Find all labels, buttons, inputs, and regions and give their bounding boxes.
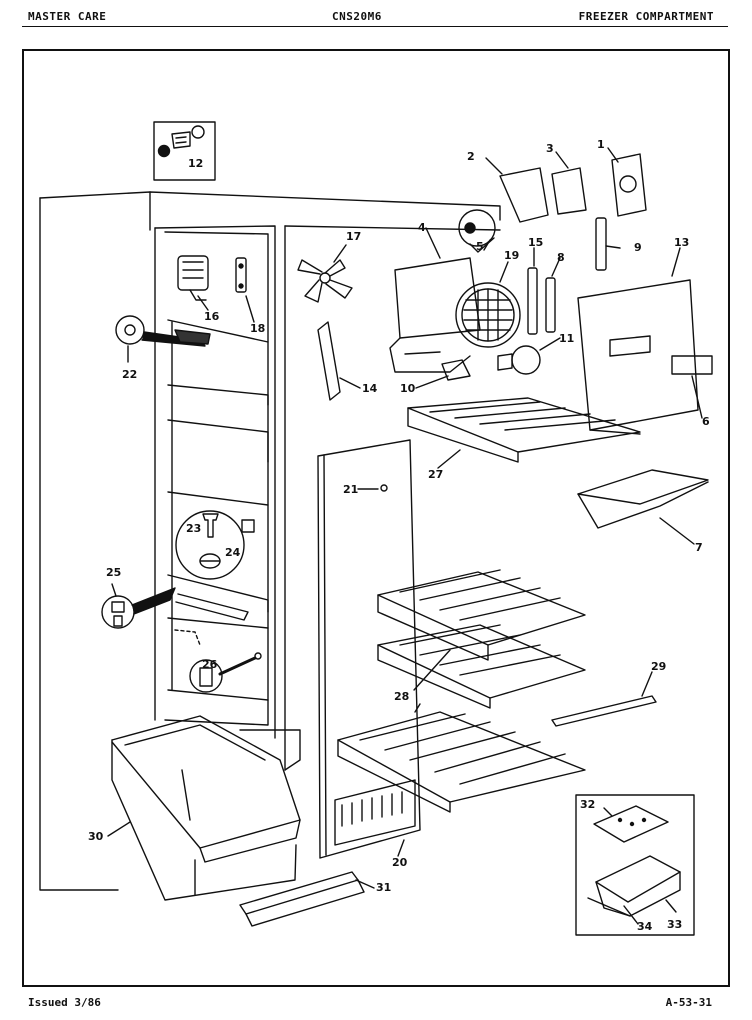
part-11-bulb bbox=[497, 345, 541, 375]
callout-28: 28 bbox=[394, 690, 409, 703]
callout-18: 18 bbox=[250, 322, 265, 335]
callout-5: 5 bbox=[476, 240, 484, 253]
callout-22: 22 bbox=[122, 368, 137, 381]
callout-19: 19 bbox=[504, 249, 519, 262]
part-16-thermostat bbox=[177, 255, 209, 301]
callout-1: 1 bbox=[597, 138, 605, 151]
callout-21: 21 bbox=[343, 483, 358, 496]
part-13-door bbox=[577, 279, 699, 435]
part-22-knob bbox=[115, 315, 211, 347]
header-model: CNS20M6 bbox=[332, 10, 382, 23]
cabinet bbox=[39, 191, 501, 891]
callout-25: 25 bbox=[106, 566, 121, 579]
part-30-pan bbox=[111, 715, 301, 901]
part-23-24-inset bbox=[175, 510, 255, 580]
part-17-fan bbox=[297, 259, 353, 303]
callout-11: 11 bbox=[559, 332, 574, 345]
part-7-tray bbox=[577, 469, 709, 529]
callout-13: 13 bbox=[674, 236, 689, 249]
part-4-shroud bbox=[389, 257, 481, 373]
part-20-liner bbox=[317, 439, 421, 859]
part-25-clip bbox=[101, 587, 249, 629]
callout-9: 9 bbox=[634, 241, 642, 254]
callout-33: 33 bbox=[667, 918, 682, 931]
callout-20: 20 bbox=[392, 856, 408, 869]
callout-31: 31 bbox=[376, 881, 391, 894]
callout-26: 26 bbox=[202, 658, 218, 671]
part-19-grille bbox=[455, 282, 521, 348]
leader-lines bbox=[107, 147, 703, 925]
callout-34: 34 bbox=[637, 920, 653, 933]
callout-27: 27 bbox=[428, 468, 443, 481]
callout-4: 4 bbox=[418, 221, 426, 234]
callout-7: 7 bbox=[695, 541, 703, 554]
part-10-socket bbox=[441, 359, 471, 381]
part-14-bracket bbox=[317, 321, 341, 401]
callout-24: 24 bbox=[225, 546, 241, 559]
callout-6: 6 bbox=[702, 415, 710, 428]
callout-14: 14 bbox=[362, 382, 378, 395]
part-29-strip bbox=[551, 695, 657, 727]
part-28-shelves bbox=[337, 569, 586, 813]
part-27-shelf bbox=[407, 397, 641, 463]
callout-12: 12 bbox=[188, 157, 203, 170]
callout-29: 29 bbox=[651, 660, 666, 673]
part-5-motor bbox=[458, 209, 496, 253]
footer-issued: Issued 3/86 bbox=[28, 996, 101, 1009]
part-31-strip bbox=[239, 871, 365, 927]
part-26-clip bbox=[174, 629, 262, 693]
part-6-label bbox=[671, 355, 713, 375]
callout-10: 10 bbox=[400, 382, 416, 395]
header-rule bbox=[22, 26, 728, 27]
parts-15-8-light-covers bbox=[527, 217, 607, 335]
parts-1-2-3-brackets bbox=[499, 153, 647, 223]
callout-16: 16 bbox=[204, 310, 220, 323]
callout-15: 15 bbox=[528, 236, 543, 249]
part-18-bracket bbox=[235, 257, 247, 293]
footer-code: A-53-31 bbox=[665, 996, 712, 1009]
part-12-inset bbox=[153, 121, 216, 181]
diagram-frame bbox=[22, 49, 730, 987]
header-section: FREEZER COMPARTMENT bbox=[578, 10, 714, 23]
callout-3: 3 bbox=[546, 142, 554, 155]
callout-32: 32 bbox=[580, 798, 595, 811]
header-brand: MASTER CARE bbox=[28, 10, 107, 23]
callout-17: 17 bbox=[346, 230, 361, 243]
callout-2: 2 bbox=[467, 150, 475, 163]
callout-8: 8 bbox=[557, 251, 565, 264]
parts-32-34-inset bbox=[575, 794, 695, 936]
callout-23: 23 bbox=[186, 522, 201, 535]
callout-30: 30 bbox=[88, 830, 104, 843]
